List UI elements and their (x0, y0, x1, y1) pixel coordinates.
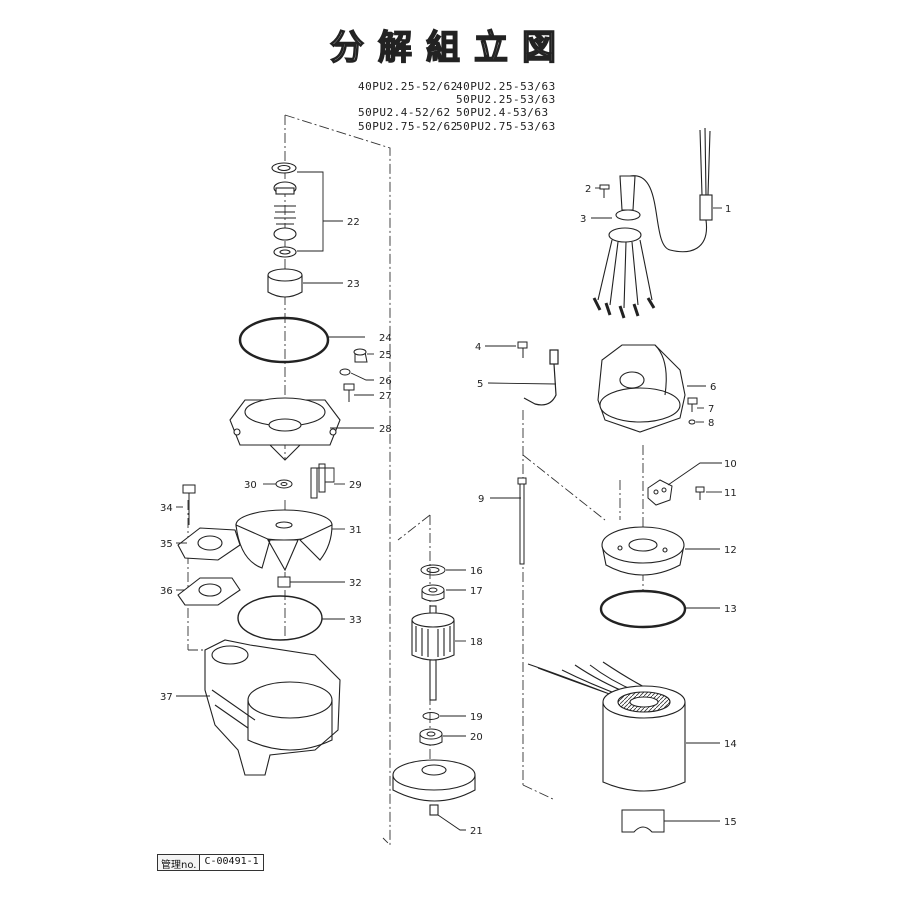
washer-26 (339, 368, 351, 376)
washer-16 (420, 564, 446, 576)
nut-32 (277, 576, 291, 588)
bolt-2 (599, 184, 610, 198)
part-number-label: 26 (379, 376, 392, 387)
model-label: 40PU2.25-53/63 (456, 80, 556, 93)
bolt-34 (182, 484, 196, 525)
bearing-20 (419, 728, 443, 746)
part-number-label: 16 (470, 566, 483, 577)
part-number-label: 37 (160, 692, 173, 703)
part-number-label: 3 (580, 214, 586, 225)
part-number-label: 6 (710, 382, 716, 393)
management-number-box: 管理no. C-00491-1 (157, 854, 264, 871)
part-number-label: 19 (470, 712, 483, 723)
float-switch-wire-5 (523, 349, 559, 406)
part-number-label: 21 (470, 826, 483, 837)
part-number-label: 36 (160, 586, 173, 597)
bolt-7 (687, 397, 698, 412)
part-number-label: 31 (349, 525, 362, 536)
screw-11 (695, 486, 705, 500)
part-number-label: 22 (347, 217, 360, 228)
model-label: 50PU2.75-52/62 (358, 120, 458, 133)
model-label: 50PU2.4-53/63 (456, 106, 549, 119)
part-number-labels: 1 2 3 4 5 6 7 8 9 10 11 12 13 14 15 16 1… (160, 184, 737, 837)
management-number-label: 管理no. (158, 855, 201, 871)
gasket-36 (177, 577, 241, 606)
part-number-label: 33 (349, 615, 362, 626)
part-number-label: 34 (160, 503, 173, 514)
part-number-label: 23 (347, 279, 360, 290)
part-number-label: 10 (724, 459, 737, 470)
stud-bolts-29 (310, 463, 326, 499)
part-number-label: 4 (475, 342, 481, 353)
impeller-cap-23 (267, 268, 303, 298)
bracket-12 (601, 526, 685, 576)
part-number-label: 7 (708, 404, 714, 415)
model-label: 50PU2.25-53/63 (456, 93, 556, 106)
motor-cover-6 (597, 344, 686, 433)
clip-15 (621, 809, 665, 833)
mechanical-seal-group (271, 162, 297, 258)
part-number-label: 12 (724, 545, 737, 556)
part-number-label: 25 (379, 350, 392, 361)
bracket-21 (392, 759, 476, 816)
part-number-label: 24 (379, 333, 392, 344)
plug-25 (353, 348, 368, 363)
flange-35 (177, 527, 241, 561)
part-number-label: 20 (470, 732, 483, 743)
bolt-27 (343, 383, 355, 402)
pump-casing-37 (204, 639, 341, 776)
part-number-label: 29 (349, 480, 362, 491)
part-number-label: 14 (724, 739, 737, 750)
bearing-housing-28 (229, 397, 341, 461)
bolt-4 (517, 341, 528, 358)
o-ring-13 (599, 589, 687, 629)
washer-19 (422, 712, 440, 720)
part-number-label: 9 (478, 494, 484, 505)
washer-8 (688, 419, 696, 425)
rotor-18 (411, 605, 455, 701)
part-number-label: 8 (708, 418, 714, 429)
washer-30 (275, 479, 293, 489)
page-title: 分解組立図 (329, 27, 570, 68)
part-number-label: 32 (349, 578, 362, 589)
part-number-label: 2 (585, 184, 591, 195)
part-number-label: 18 (470, 637, 483, 648)
leader-lines (176, 171, 722, 831)
part-number-label: 15 (724, 817, 737, 828)
stator-14 (527, 661, 686, 792)
impeller-31 (235, 509, 333, 572)
management-number-value: C-00491-1 (204, 856, 259, 867)
long-bolt-9 (517, 477, 527, 565)
thermal-protector-10 (647, 479, 673, 506)
part-number-label: 13 (724, 604, 737, 615)
model-label: 40PU2.25-52/62 (358, 80, 458, 93)
gasket-33 (237, 595, 323, 641)
model-label: 50PU2.4-52/62 (358, 106, 451, 119)
o-ring-24 (238, 316, 330, 364)
part-number-label: 30 (244, 480, 257, 491)
cable-assembly-group (592, 127, 713, 319)
part-number-label: 11 (724, 488, 737, 499)
part-number-label: 5 (477, 379, 483, 390)
bearing-17 (421, 584, 445, 602)
part-number-label: 1 (725, 204, 731, 215)
part-number-label: 17 (470, 586, 483, 597)
part-number-label: 28 (379, 424, 392, 435)
part-number-label: 35 (160, 539, 173, 550)
model-label: 50PU2.75-53/63 (456, 120, 556, 133)
part-number-label: 27 (379, 391, 392, 402)
